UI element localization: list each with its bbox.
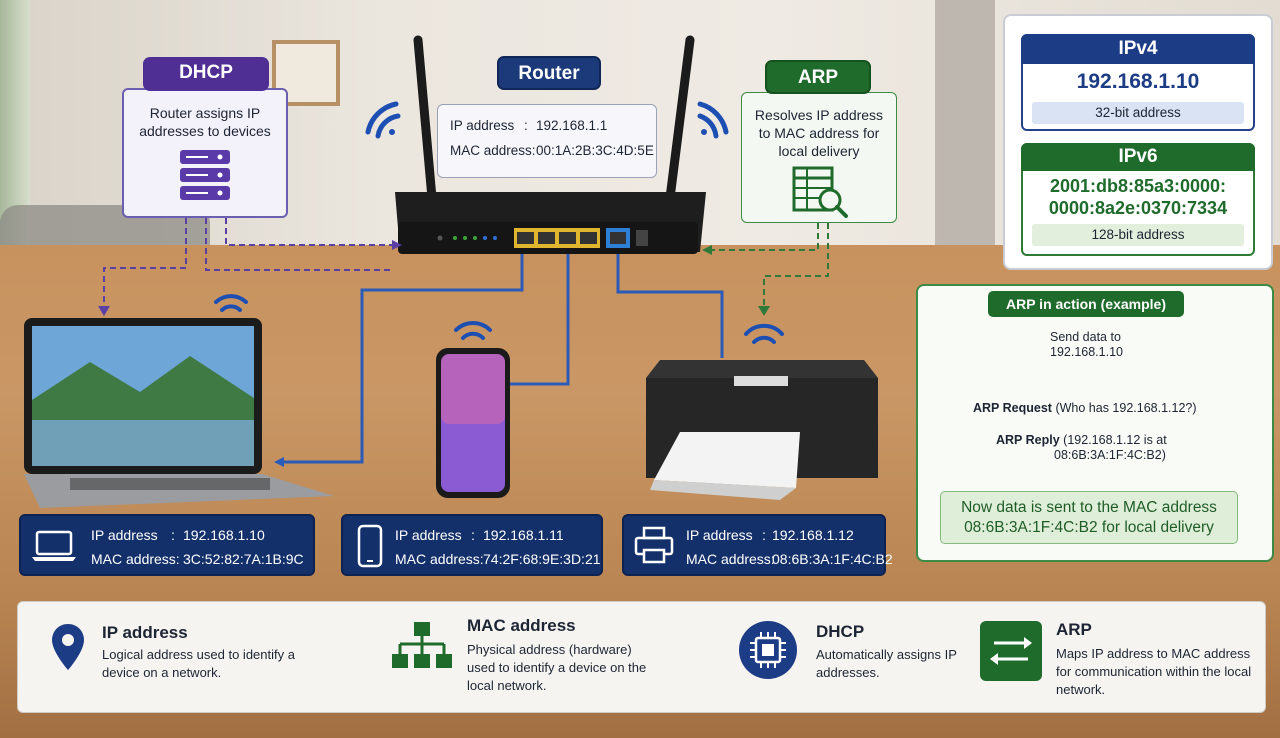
- arp-send-line2: 192.168.1.10: [1050, 345, 1123, 359]
- printer-card: IP address : 192.168.1.12 MAC address: 0…: [622, 514, 893, 576]
- arp-send-line1: Send data to: [1050, 330, 1121, 344]
- phone-card: IP address : 192.168.1.11 MAC address: 7…: [341, 514, 603, 576]
- router-info-panel: IP address : 192.168.1.1 MAC address: 00…: [437, 104, 657, 178]
- smartphone-device: [436, 348, 510, 498]
- phone-ip-value: 192.168.1.11: [483, 527, 564, 543]
- ethernet-cables: [282, 254, 724, 464]
- exchange-arrows-icon: [980, 621, 1042, 681]
- wifi-laptop-icon: [214, 294, 248, 312]
- dhcp-tag: DHCP: [143, 57, 269, 91]
- laptop-mac-value: 3C:52:82:7A:1B:9C: [183, 551, 304, 567]
- phone-mac-value: 74:2F:68:9E:3D:21: [483, 551, 601, 567]
- arp-request-rest: (Who has 192.168.1.12?): [1055, 401, 1197, 415]
- arp-request-text: ARP Request (Who has 192.168.1.12?): [973, 400, 1197, 416]
- arp-final-line1: Now data is sent to the MAC address: [961, 499, 1217, 516]
- legend-panel: [17, 601, 1266, 713]
- laptop-ip-label: IP address: [91, 527, 158, 543]
- arp-reply-bold: ARP Reply: [996, 433, 1060, 447]
- printer-ip-value: 192.168.1.12: [772, 527, 854, 543]
- printer-icon: [634, 526, 674, 564]
- router-mac-value: 00:1A:2B:3C:4D:5E: [536, 143, 654, 158]
- laptop-device: [24, 318, 334, 508]
- ipv6-note: 128-bit address: [1032, 224, 1244, 246]
- phone-mac-label: MAC address:: [395, 551, 484, 567]
- dhcp-dashed-lines: [103, 218, 392, 308]
- wifi-left-icon: [365, 101, 401, 139]
- ipv6-title: IPv6: [1021, 143, 1255, 171]
- ipv6-address-line1: 2001:db8:85a3:0000:: [1049, 176, 1227, 196]
- phone-icon: [357, 524, 383, 568]
- legend-arp-title: ARP: [1056, 620, 1092, 639]
- network-hierarchy-icon: [392, 622, 452, 668]
- wifi-printer-icon: [744, 323, 784, 344]
- arp-request-bold: ARP Request: [973, 401, 1052, 415]
- router-colon: :: [524, 118, 528, 133]
- legend-mac-title: MAC address: [467, 616, 576, 635]
- printer-mac-label: MAC address:: [686, 551, 775, 567]
- arp-final-line2: 08:6B:3A:1F:4C:B2 for local delivery: [964, 519, 1214, 536]
- ipv4-title: IPv4: [1021, 34, 1255, 64]
- arp-dashed-lines: [712, 223, 829, 308]
- server-icon: [180, 150, 230, 200]
- router-device: [395, 35, 706, 254]
- laptop-icon: [32, 530, 76, 561]
- legend-arp-desc: Maps IP address to MAC address for commu…: [1056, 646, 1252, 697]
- printer-ip-label: IP address: [686, 527, 753, 543]
- laptop-colon: :: [171, 527, 175, 543]
- router-ip-value: 192.168.1.1: [536, 118, 608, 133]
- table-search-icon: [792, 166, 848, 218]
- ipv4-address: 192.168.1.10: [1076, 70, 1200, 93]
- arp-reply-line2: 08:6B:3A:1F:4C:B2): [1054, 448, 1166, 462]
- printer-mac-value: 08:6B:3A:1F:4C:B2: [772, 551, 893, 567]
- printer-colon: :: [762, 527, 766, 543]
- ipv6-address-line2: 0000:8a2e:0370:7334: [1048, 198, 1228, 218]
- printer-device: [646, 360, 878, 500]
- router-ip-label: IP address: [450, 118, 515, 133]
- arp-description: Resolves IP address to MAC address for l…: [754, 107, 884, 159]
- location-pin-icon: [52, 624, 84, 670]
- wifi-phone-icon: [454, 320, 492, 340]
- dhcp-description: Router assigns IP addresses to devices: [139, 105, 271, 139]
- arp-action-title: ARP in action (example): [988, 291, 1184, 317]
- phone-ip-label: IP address: [395, 527, 462, 543]
- legend-ip-title: IP address: [102, 623, 188, 642]
- arp-final-box: Now data is sent to the MAC address 08:6…: [940, 491, 1238, 544]
- arp-tag: ARP: [765, 60, 871, 94]
- arp-reply-text: ARP Reply (192.168.1.12 is at: [996, 432, 1167, 448]
- legend-mac-desc: Physical address (hardware) used to iden…: [467, 642, 647, 693]
- ipv4-note: 32-bit address: [1032, 102, 1244, 124]
- legend-ip-desc: Logical address used to identify a devic…: [102, 647, 295, 680]
- legend-dhcp-desc: Automatically assigns IP addresses.: [816, 647, 957, 680]
- wifi-right-icon: [697, 101, 729, 139]
- phone-colon: :: [471, 527, 475, 543]
- laptop-mac-label: MAC address:: [91, 551, 180, 567]
- legend-dhcp-title: DHCP: [816, 622, 865, 641]
- laptop-ip-value: 192.168.1.10: [183, 527, 265, 543]
- chip-icon: [739, 621, 797, 679]
- router-mac-label: MAC address:: [450, 143, 536, 158]
- arp-reply-rest: (192.168.1.12 is at: [1063, 433, 1167, 447]
- router-tag: Router: [497, 56, 601, 90]
- laptop-card: IP address : 192.168.1.10 MAC address: 3…: [19, 514, 315, 576]
